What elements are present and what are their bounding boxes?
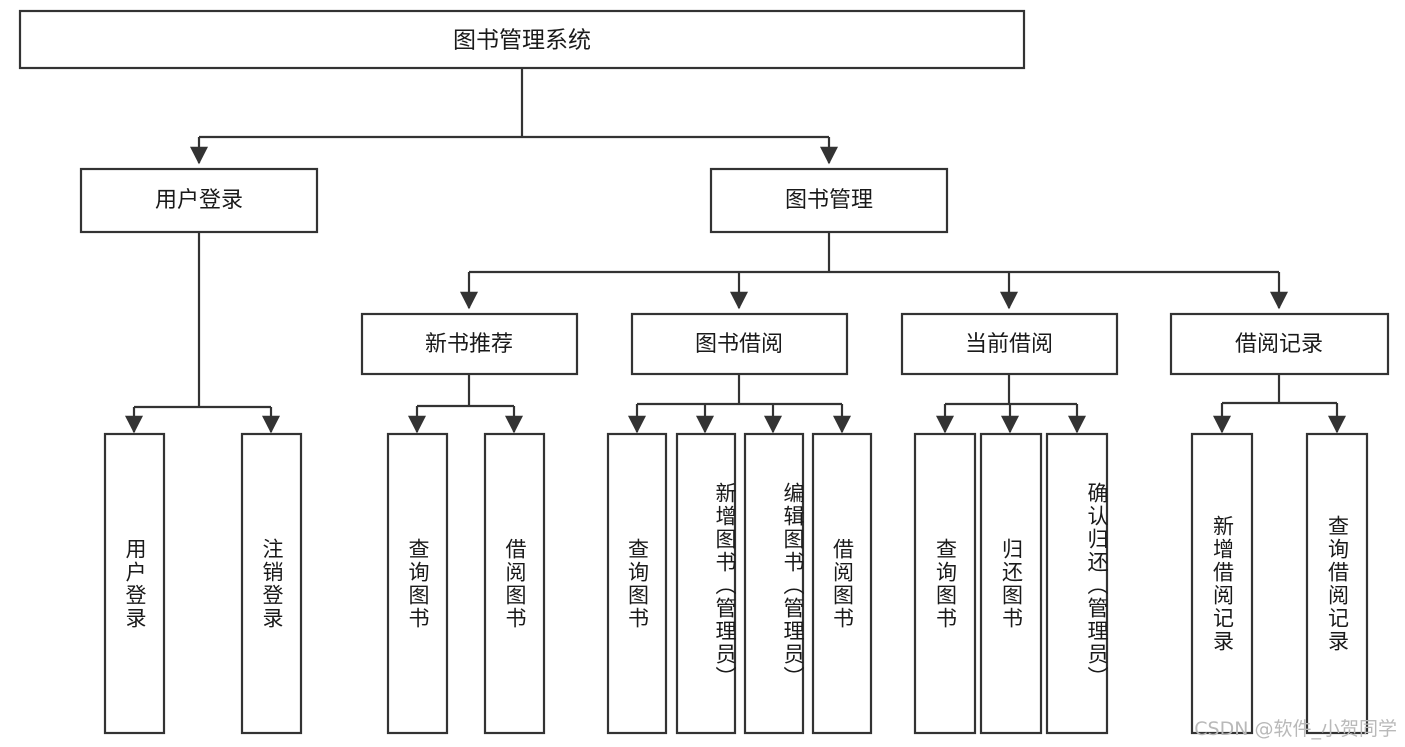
leaf-box-add-book[interactable] bbox=[675, 432, 737, 735]
node-root-label: 图书管理系统 bbox=[453, 28, 591, 54]
leaf-box-confirm-return[interactable] bbox=[1045, 432, 1109, 735]
connector-root-to-level2 bbox=[189, 68, 839, 165]
leaf-box-return-book[interactable] bbox=[979, 432, 1043, 735]
leaf-box-user-login[interactable] bbox=[103, 432, 166, 735]
leaf-box-query-book-a[interactable] bbox=[386, 432, 449, 735]
connector-borrow-to-leaves bbox=[627, 374, 852, 434]
node-borrow-record[interactable]: 借阅记录 bbox=[1169, 312, 1390, 376]
leaf-box-add-record[interactable] bbox=[1190, 432, 1254, 735]
leaf-box-borrow-book-a[interactable] bbox=[483, 432, 546, 735]
watermark-text: CSDN @软件_小贺同学 bbox=[1194, 718, 1397, 740]
leaf-box-query-book-b[interactable] bbox=[606, 432, 668, 735]
node-new-book-recommend[interactable]: 新书推荐 bbox=[360, 312, 579, 376]
connector-current-to-leaves bbox=[935, 374, 1087, 434]
node-user-login[interactable]: 用户登录 bbox=[79, 167, 319, 234]
node-user-login-label: 用户登录 bbox=[155, 188, 243, 213]
leaf-box-query-book-c[interactable] bbox=[913, 432, 977, 735]
leaf-box-logout[interactable] bbox=[240, 432, 303, 735]
node-book-borrow[interactable]: 图书借阅 bbox=[630, 312, 849, 376]
node-current-borrow-label: 当前借阅 bbox=[965, 332, 1053, 357]
leaf-box-query-record[interactable] bbox=[1305, 432, 1369, 735]
node-book-management-label: 图书管理 bbox=[785, 188, 873, 213]
connector-record-to-leaves bbox=[1212, 374, 1347, 434]
node-borrow-record-label: 借阅记录 bbox=[1235, 332, 1323, 357]
node-new-book-recommend-label: 新书推荐 bbox=[425, 332, 513, 357]
connector-newbook-to-leaves bbox=[407, 374, 524, 434]
connector-bookmgmt-to-level3 bbox=[459, 232, 1289, 310]
leaf-box-edit-book[interactable] bbox=[743, 432, 805, 735]
leaf-box-borrow-book-b[interactable] bbox=[811, 432, 873, 735]
node-book-management[interactable]: 图书管理 bbox=[709, 167, 949, 234]
connector-userlogin-to-leaves bbox=[124, 232, 281, 434]
node-current-borrow[interactable]: 当前借阅 bbox=[900, 312, 1119, 376]
node-root[interactable]: 图书管理系统 bbox=[18, 9, 1026, 70]
node-book-borrow-label: 图书借阅 bbox=[695, 332, 783, 357]
